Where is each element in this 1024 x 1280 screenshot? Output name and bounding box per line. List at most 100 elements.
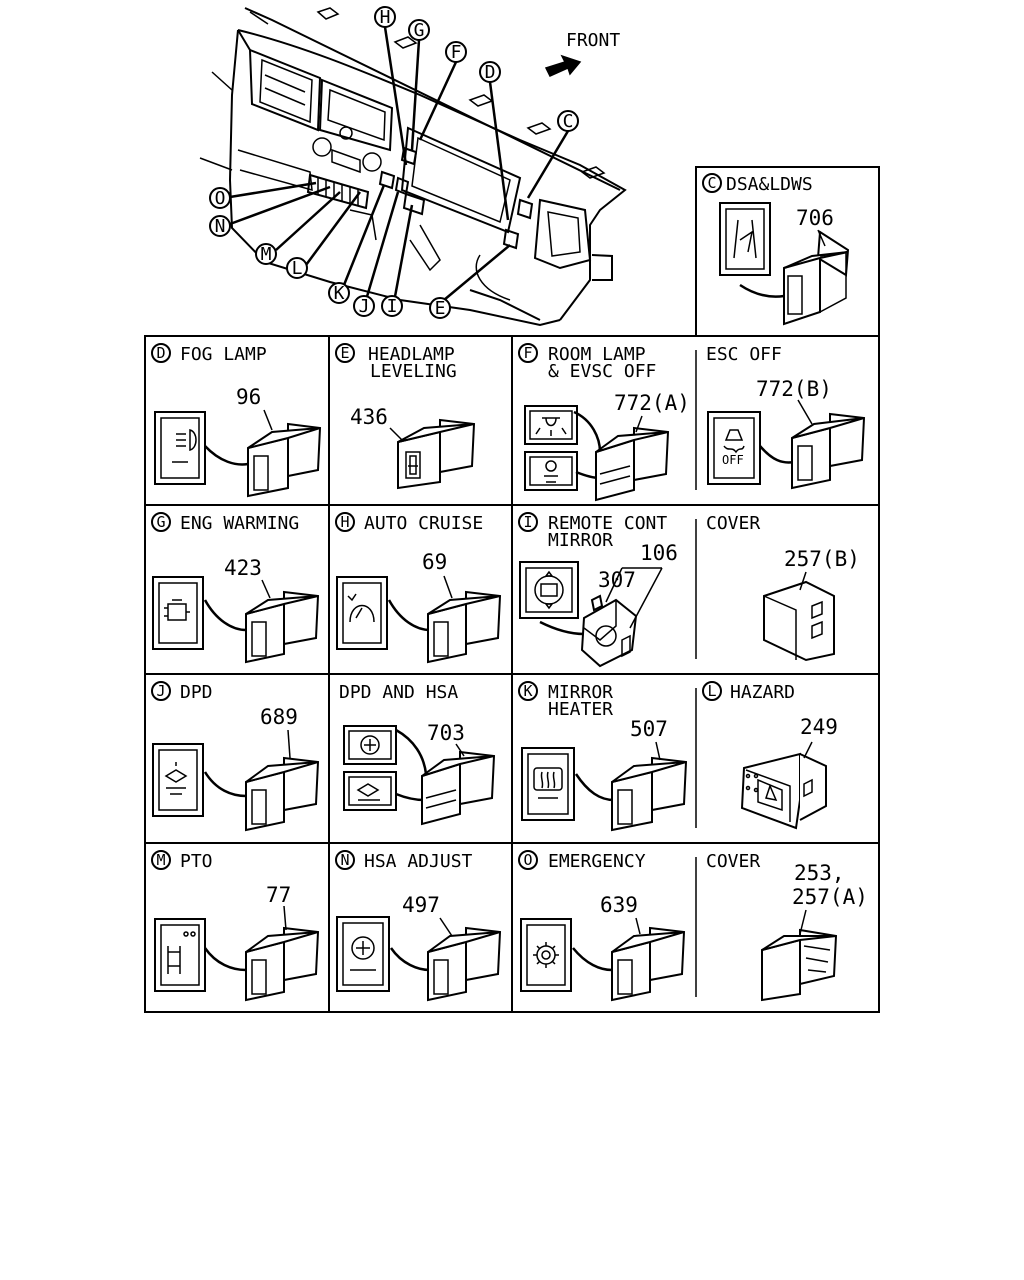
svg-text:E: E [435,298,446,319]
svg-text:ESC OFF: ESC OFF [706,344,782,365]
svg-text:ENG WARMING: ENG WARMING [180,513,299,534]
svg-text:G: G [414,20,425,41]
cell-fog-lamp: D FOG LAMP 96 [151,343,322,498]
svg-text:E: E [340,344,349,362]
svg-text:J: J [156,682,165,700]
svg-text:O: O [523,851,532,869]
switch-106 [580,598,638,668]
svg-text:DSA&LDWS: DSA&LDWS [726,174,813,195]
callout-g: G [408,19,430,41]
svg-text:423: 423 [224,556,262,580]
svg-text:703: 703 [427,721,465,745]
svg-text:706: 706 [796,206,834,230]
svg-text:507: 507 [630,717,668,741]
svg-text:257(B): 257(B) [784,547,860,571]
svg-text:L: L [707,682,716,700]
mirror-heater-icon [533,767,563,799]
emergency-icon [533,942,559,968]
svg-text:M: M [261,244,272,265]
svg-text:COVER: COVER [706,513,760,534]
svg-text:H: H [380,7,391,28]
svg-text:REMOTE CONT: REMOTE CONT [548,513,667,534]
svg-text:C: C [563,111,574,132]
cell-dsa-ldws: C DSA&LDWS 706 [702,173,850,326]
svg-text:J: J [359,296,370,317]
fog-icon-panel [154,411,206,485]
switch-507 [611,756,688,832]
dpd-icon-panel-2 [343,771,397,811]
cover-257b [763,580,835,662]
cell-hsa-adjust: N HSA ADJUST 497 [335,850,502,1002]
svg-text:L: L [292,258,303,279]
cell-hazard: L HAZARD 249 [702,681,838,830]
cell-remote-mirror: I REMOTE CONT MIRROR 106 307 [518,512,678,668]
svg-text:HEATER: HEATER [548,699,613,720]
svg-text:689: 689 [260,705,298,729]
callout-l: L [286,257,308,279]
svg-text:249: 249 [800,715,838,739]
svg-text:772(A): 772(A) [614,391,690,415]
headlamp-leveling-icon [408,455,418,475]
svg-text:DPD: DPD [180,682,213,703]
svg-text:AUTO CRUISE: AUTO CRUISE [364,513,483,534]
hsa-icon [350,936,376,971]
cell-auto-cruise: H AUTO CRUISE 69 [335,512,502,664]
cruise-icon-panel [336,576,388,650]
svg-text:257(A): 257(A) [792,885,868,909]
evsc-icon-panel [524,451,578,491]
callout-o: O [209,187,231,209]
front-label: FRONT [566,30,620,51]
evsc-off-icon [544,460,558,483]
switch-772a [595,426,670,502]
cell-headlamp-leveling: E HEADLAMP LEVELING 436 [335,343,476,490]
cell-pto: M PTO 77 [151,850,320,1002]
mheat-icon-panel [521,747,575,821]
svg-text:HAZARD: HAZARD [730,682,795,703]
esc-off-icon [723,429,745,454]
room-icon-panel [524,405,578,445]
svg-text:G: G [156,513,165,531]
callout-m: M [255,243,277,265]
svg-text:253,: 253, [794,861,845,885]
svg-text:497: 497 [402,893,440,917]
callout-f: F [445,41,467,63]
switch-436 [397,418,476,490]
switch-497 [427,926,502,1002]
cover-253-257a [761,928,838,1002]
hazard-switch-249 [740,752,827,830]
dpd-icon [164,762,188,795]
front-arrow-icon [544,54,582,77]
svg-text:C: C [707,174,716,192]
callout-j: J [353,295,375,317]
lane-departure-icon [733,219,757,259]
cell-room-lamp-evsc: F ROOM LAMP & EVSC OFF 772(A) [518,343,690,502]
svg-text:M: M [156,851,165,869]
switch-77 [245,926,320,1002]
callout-i: I [381,295,403,317]
svg-text:436: 436 [350,405,388,429]
svg-text:77: 77 [266,883,291,907]
svg-text:FOG LAMP: FOG LAMP [180,344,267,365]
remote-mirror-icon [534,570,564,610]
svg-text:772(B): 772(B) [756,377,832,401]
emerg-icon-panel [520,918,572,992]
switch-69 [427,590,502,664]
svg-text:I: I [387,296,398,317]
auto-cruise-icon [347,593,375,623]
bulb-307 [590,594,604,612]
svg-text:106: 106 [640,541,678,565]
callout-k: K [328,282,350,304]
callout-h: H [374,6,396,28]
svg-text:96: 96 [236,385,261,409]
switch-96 [247,422,322,498]
svg-text:COVER: COVER [706,851,760,872]
pto-icon-panel [154,918,206,992]
switch-689 [245,756,320,832]
svg-text:PTO: PTO [180,851,213,872]
pto-icon [167,931,196,974]
cell-esc-off: ESC OFF OFF 772(B) [706,344,866,490]
svg-text:ROOM LAMP: ROOM LAMP [548,344,646,365]
dpd-icon [356,783,380,801]
callout-d: D [479,61,501,83]
